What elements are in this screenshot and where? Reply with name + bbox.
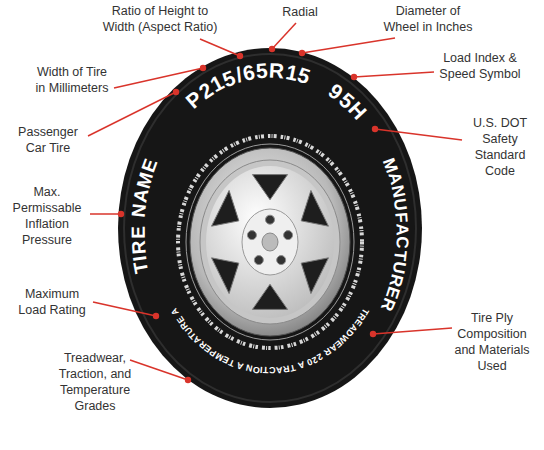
- tire-body: [118, 48, 422, 408]
- lug-nut: [266, 215, 275, 224]
- callout-label: Max. Permissable Inflation Pressure: [7, 184, 87, 248]
- leader-dot: [237, 53, 243, 59]
- center-cap: [262, 233, 278, 251]
- tire-shoulder: [124, 54, 416, 402]
- callout-label: Tire Ply Composition and Materials Used: [450, 310, 534, 374]
- rim-edge-line: [186, 144, 354, 340]
- callout-label: Radial: [270, 4, 330, 20]
- callout-label: Diameter of Wheel in Inches: [380, 3, 476, 35]
- leader-line: [88, 92, 176, 136]
- lug-nut: [254, 256, 263, 265]
- leader-line: [130, 360, 188, 380]
- leader-line: [302, 38, 395, 53]
- leader-dot: [173, 89, 179, 95]
- callout-label: Maximum Load Rating: [14, 286, 90, 318]
- wheel-face: [206, 166, 334, 318]
- spoke-opening: [252, 284, 287, 309]
- callout-label: Passenger Car Tire: [12, 124, 84, 156]
- rim-lip: [200, 160, 340, 324]
- callout-label: Ratio of Height to Width (Aspect Ratio): [98, 3, 223, 35]
- wheel-rim: [190, 148, 350, 336]
- leader-line: [373, 328, 452, 334]
- callout-label: Load Index & Speed Symbol: [434, 50, 526, 82]
- leader-line: [90, 213, 121, 215]
- leader-dot: [351, 74, 357, 80]
- callout-label: Width of Tire in Millimeters: [32, 64, 112, 96]
- callout-label: Treadwear, Traction, and Temperature Gra…: [45, 350, 145, 414]
- spoke-opening: [252, 175, 287, 200]
- lug-nut: [277, 256, 286, 265]
- leader-line: [93, 302, 156, 316]
- spoke-opening: [301, 190, 328, 226]
- leader-line: [375, 129, 462, 140]
- leader-dot: [370, 331, 376, 337]
- leader-dot: [269, 46, 275, 52]
- leader-line: [114, 68, 203, 88]
- spoke-opening: [212, 258, 239, 294]
- wheel-hub: [242, 209, 298, 275]
- leader-line: [272, 23, 296, 49]
- leader-dot: [153, 313, 159, 319]
- leader-dot: [299, 50, 305, 56]
- callout-label: U.S. DOT Safety Standard Code: [465, 115, 535, 179]
- lug-nut: [247, 231, 256, 240]
- spoke-opening: [301, 258, 328, 294]
- leader-line: [200, 39, 240, 56]
- leader-dot: [200, 65, 206, 71]
- leader-line: [354, 72, 434, 77]
- leader-dot: [185, 377, 191, 383]
- lug-nut: [284, 231, 293, 240]
- leader-dot: [118, 211, 124, 217]
- leader-dot: [372, 126, 378, 132]
- small-sidewall-print: [178, 136, 362, 348]
- spoke-opening: [212, 190, 239, 226]
